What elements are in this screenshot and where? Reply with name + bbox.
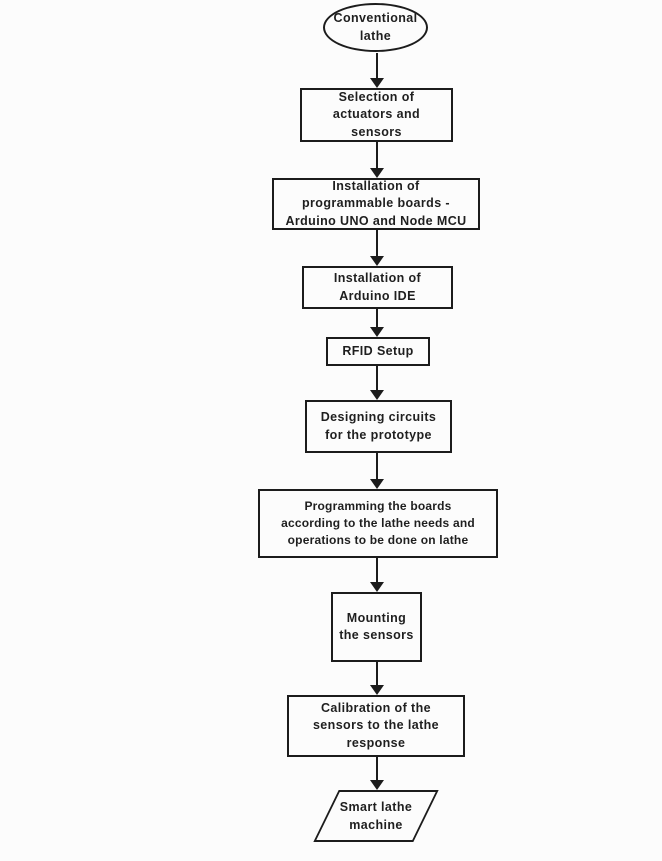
node-label: Designing circuits for the prototype — [320, 410, 437, 442]
node-label: Mounting the sensors — [339, 610, 414, 643]
node-designing-circuits: Designing circuits for the prototype — [305, 400, 452, 453]
node-label: Calibration of the sensors to the lathe … — [312, 700, 440, 750]
arrow-shaft — [376, 53, 378, 78]
arrow-head-icon — [370, 78, 384, 88]
arrow-shaft — [376, 662, 378, 685]
arrow-head-icon — [370, 256, 384, 266]
node-mounting-sensors: Mounting the sensors — [331, 592, 422, 662]
flow-arrow-3 — [370, 230, 384, 266]
flow-arrow-2 — [370, 142, 384, 178]
node-label: RFID Setup — [342, 343, 414, 358]
arrow-head-icon — [370, 582, 384, 592]
node-selection-actuators-sensors: Selection of actuators and sensors — [300, 88, 453, 142]
flow-arrow-5 — [370, 366, 384, 400]
arrow-shaft — [376, 366, 378, 390]
arrow-shaft — [376, 230, 378, 256]
node-smart-lathe-machine: Smart lathe machine — [313, 790, 439, 842]
arrow-shaft — [376, 757, 378, 780]
arrow-head-icon — [370, 685, 384, 695]
node-label: Programming the boards according to the … — [281, 499, 475, 547]
flow-arrow-8 — [370, 662, 384, 695]
flow-arrow-7 — [370, 558, 384, 592]
arrow-head-icon — [370, 479, 384, 489]
flow-arrow-9 — [370, 757, 384, 790]
node-installation-boards: Installation of programmable boards - Ar… — [272, 178, 480, 230]
arrow-shaft — [376, 453, 378, 479]
flow-arrow-6 — [370, 453, 384, 489]
arrow-shaft — [376, 558, 378, 582]
node-label: Conventional lathe — [333, 11, 418, 43]
node-conventional-lathe: Conventional lathe — [323, 3, 428, 52]
node-label: Selection of actuators and sensors — [332, 89, 421, 139]
arrow-shaft — [376, 142, 378, 168]
arrow-head-icon — [370, 168, 384, 178]
arrow-head-icon — [370, 390, 384, 400]
arrow-head-icon — [370, 780, 384, 790]
flow-arrow-1 — [370, 53, 384, 88]
node-label: Smart lathe machine — [339, 799, 413, 832]
arrow-head-icon — [370, 327, 384, 337]
node-installation-ide: Installation of Arduino IDE — [302, 266, 453, 309]
node-calibration-sensors: Calibration of the sensors to the lathe … — [287, 695, 465, 757]
arrow-shaft — [376, 309, 378, 327]
flow-arrow-4 — [370, 309, 384, 337]
node-label: Installation of Arduino IDE — [333, 271, 422, 303]
node-label: Installation of programmable boards - Ar… — [285, 178, 467, 228]
node-programming-boards: Programming the boards according to the … — [258, 489, 498, 558]
node-rfid-setup: RFID Setup — [326, 337, 430, 366]
